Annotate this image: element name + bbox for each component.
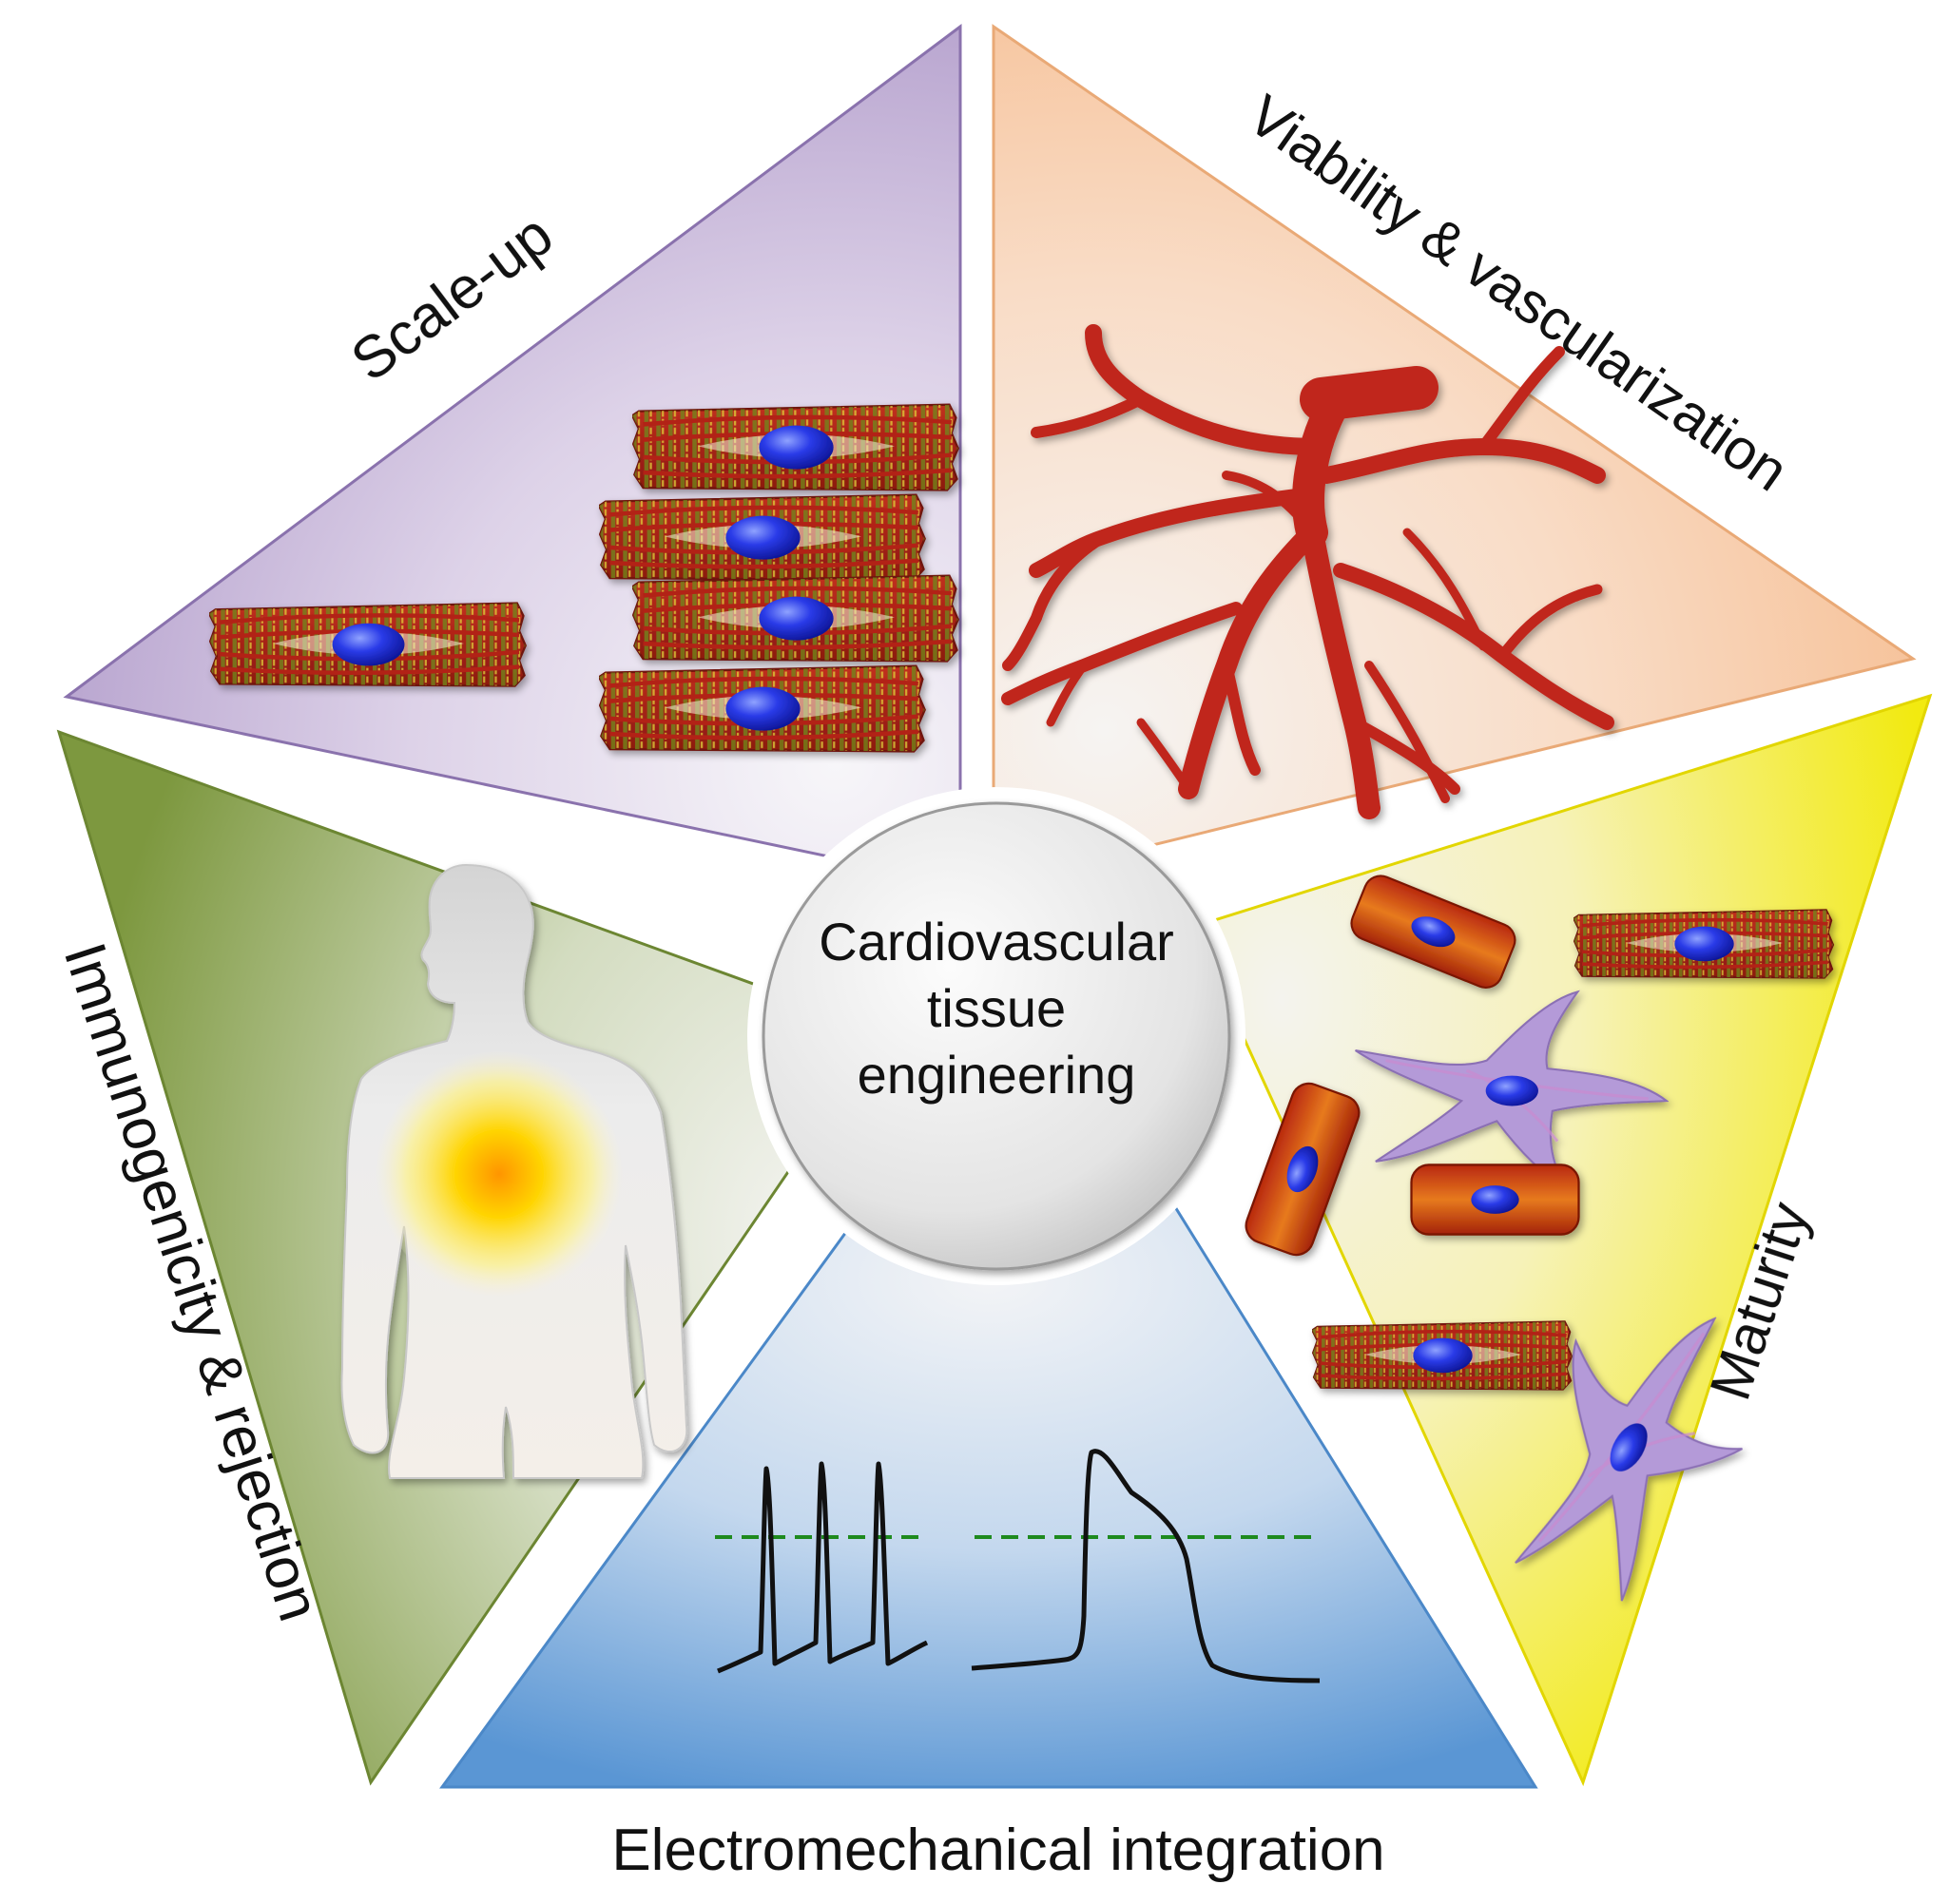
striated-cardiomyocyte-icon [209, 604, 526, 686]
striated-cardiomyocyte-icon [1574, 910, 1833, 978]
action-potential-trace-icon [715, 1449, 1321, 1683]
striated-cardiomyocyte-icon [632, 405, 958, 490]
center-line-1: Cardiovascular [819, 912, 1174, 971]
human-silhouette-icon [340, 863, 688, 1479]
striated-cardiomyocyte-icon [632, 576, 958, 662]
rod-cardiomyocyte-icon [1410, 1164, 1580, 1236]
striated-cardiomyocyte-icon [599, 495, 925, 581]
center-line-3: engineering [858, 1045, 1136, 1105]
vascular-tree-icon [1001, 324, 1614, 819]
striated-cardiomyocyte-icon [599, 666, 925, 752]
striated-cardiomyocyte-icon [1312, 1321, 1572, 1390]
center-hub: Cardiovascular tissue engineering [747, 787, 1245, 1285]
label-electromechanical-integration: Electromechanical integration [611, 1817, 1384, 1883]
center-line-2: tissue [927, 978, 1066, 1038]
inflammation-glow [376, 1050, 623, 1298]
